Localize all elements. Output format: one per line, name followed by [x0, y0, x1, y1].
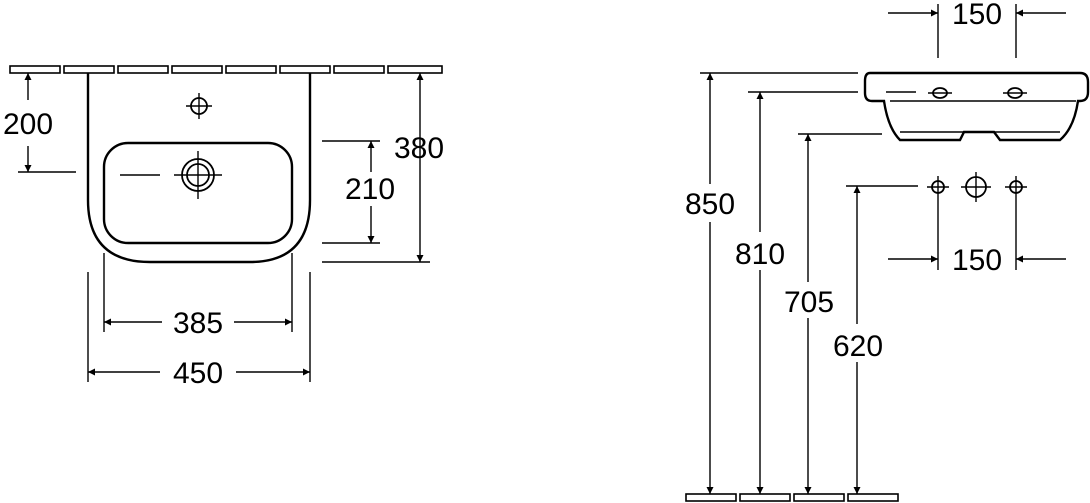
dim-label-385: 385	[173, 307, 223, 340]
dim-label-810: 810	[735, 238, 785, 271]
dim-label-200: 200	[3, 108, 53, 141]
dim-label-705: 705	[784, 286, 834, 319]
tap-hole-left-icon	[928, 87, 952, 99]
basin-outline	[86, 73, 312, 264]
front-view: 200 380 210 385 450	[3, 65, 444, 390]
tap-hole-icon	[186, 93, 212, 119]
wall-tiles-top	[9, 65, 443, 74]
floor-tiles-bottom	[685, 493, 899, 502]
basin-side-profile	[863, 71, 1090, 142]
dim-label-850: 850	[685, 188, 735, 221]
dim-label-620: 620	[833, 330, 883, 363]
connection-points	[927, 172, 1027, 202]
dim-label-450: 450	[173, 357, 223, 390]
dim-label-380: 380	[394, 132, 444, 165]
tap-hole-right-icon	[1003, 87, 1027, 99]
dim-label-150-bottom: 150	[952, 244, 1002, 277]
connection-right-icon	[1005, 176, 1027, 198]
dim-label-150-top: 150	[952, 0, 1002, 31]
basin-bowl	[102, 141, 294, 245]
side-view: 150 150	[685, 0, 1090, 502]
connection-left-icon	[927, 176, 949, 198]
dim-label-210: 210	[345, 173, 395, 206]
drain-icon	[174, 151, 222, 199]
connection-center-icon	[961, 172, 991, 202]
